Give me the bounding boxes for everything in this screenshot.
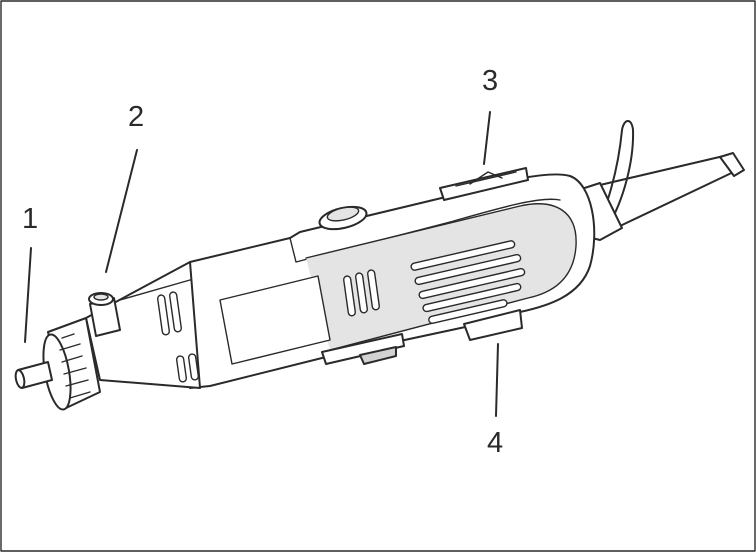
front-vent-slots: [156, 291, 200, 383]
callout-1: 1: [22, 203, 38, 235]
speed-knob: [318, 205, 368, 231]
rear-vent-slots: [410, 240, 526, 324]
collet-shaft: [14, 361, 53, 389]
middle-vent-slots: [342, 269, 380, 317]
hanging-hook: [595, 120, 635, 229]
collet-nut: [42, 317, 101, 411]
spindle-lock-button: [88, 292, 121, 337]
leader-lines: [24, 111, 499, 417]
callout-3: 3: [482, 65, 498, 97]
power-cord: [599, 152, 745, 227]
bottom-feet: [321, 309, 523, 365]
callout-2: 2: [128, 101, 144, 133]
callout-4: 4: [487, 427, 503, 459]
on-off-switch: [439, 167, 529, 201]
